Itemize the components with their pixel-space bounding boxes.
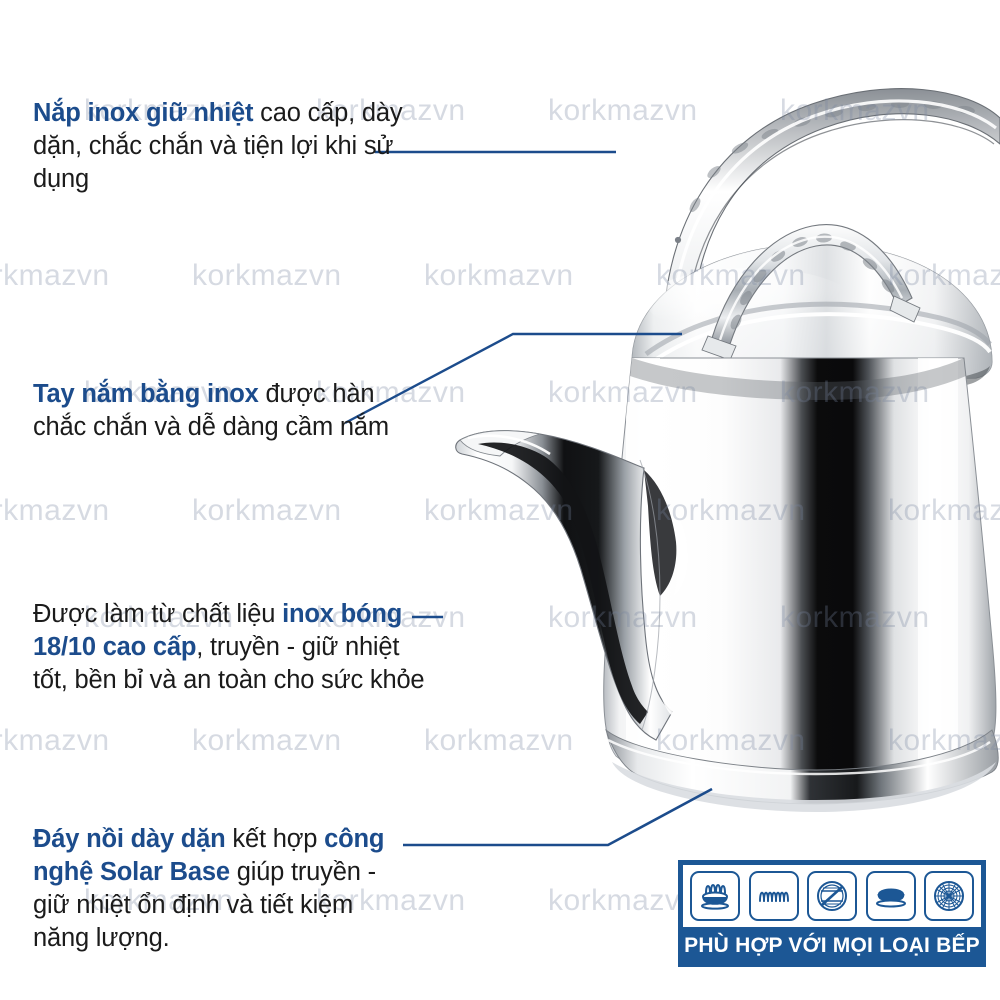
callout-lid-text: cao cấp, dày dặn, chắc chắn và tiện lợi … [33, 99, 403, 194]
watermark: korkmazvn [192, 259, 342, 292]
callout-handle-bold: Tay nắm bằng inox [33, 380, 259, 408]
callout-material: Được làm từ chất liệu inox bóng 18/10 ca… [33, 598, 433, 697]
product-image [420, 40, 1000, 850]
callout-material-bold: inox bóng 18/10 cao cấp [33, 600, 403, 662]
callout-base-text: giúp truyền - giữ nhiệt ổn định và tiết … [33, 858, 376, 953]
callout-handle: Tay nắm bằng inox được hàn chắc chắn và … [33, 378, 403, 444]
halogen-icon [807, 871, 857, 921]
lid-knob-handle [701, 224, 921, 361]
watermark: korkmazvn [192, 494, 342, 527]
callout-base-bold-2: công nghệ Solar Base [33, 825, 385, 887]
watermark: korkmazvn [548, 884, 698, 917]
callout-lid: Nắp inox giữ nhiệt cao cấp, dày dặn, chắ… [33, 97, 403, 196]
callout-base-mid: kết hợp [225, 825, 325, 853]
hotplate-icon [865, 871, 916, 921]
stove-compatibility-badge: PHÙ HỢP VỚI MỌI LOẠI BẾP [678, 860, 986, 967]
badge-caption: PHÙ HỢP VỚI MỌI LOẠI BẾP [684, 933, 980, 957]
watermark: korkmazvn [0, 494, 110, 527]
electric-coil-icon [748, 871, 799, 921]
callout-material-pre: Được làm từ chất liệu [33, 600, 283, 628]
stove-icon-row [683, 865, 981, 927]
watermark: korkmazvn [0, 259, 110, 292]
gas-burner-icon [690, 871, 740, 921]
watermark: korkmazvn [0, 724, 110, 757]
spout [455, 430, 688, 741]
callout-lid-bold: Nắp inox giữ nhiệt [33, 99, 254, 127]
callout-base: Đáy nồi dày dặn kết hợp công nghệ Solar … [33, 823, 403, 956]
induction-icon [924, 871, 974, 921]
watermark: korkmazvn [192, 724, 342, 757]
callout-material-text: , truyền - giữ nhiệt tốt, bền bỉ và an t… [33, 633, 425, 695]
callout-base-bold-1: Đáy nồi dày dặn [33, 825, 226, 853]
